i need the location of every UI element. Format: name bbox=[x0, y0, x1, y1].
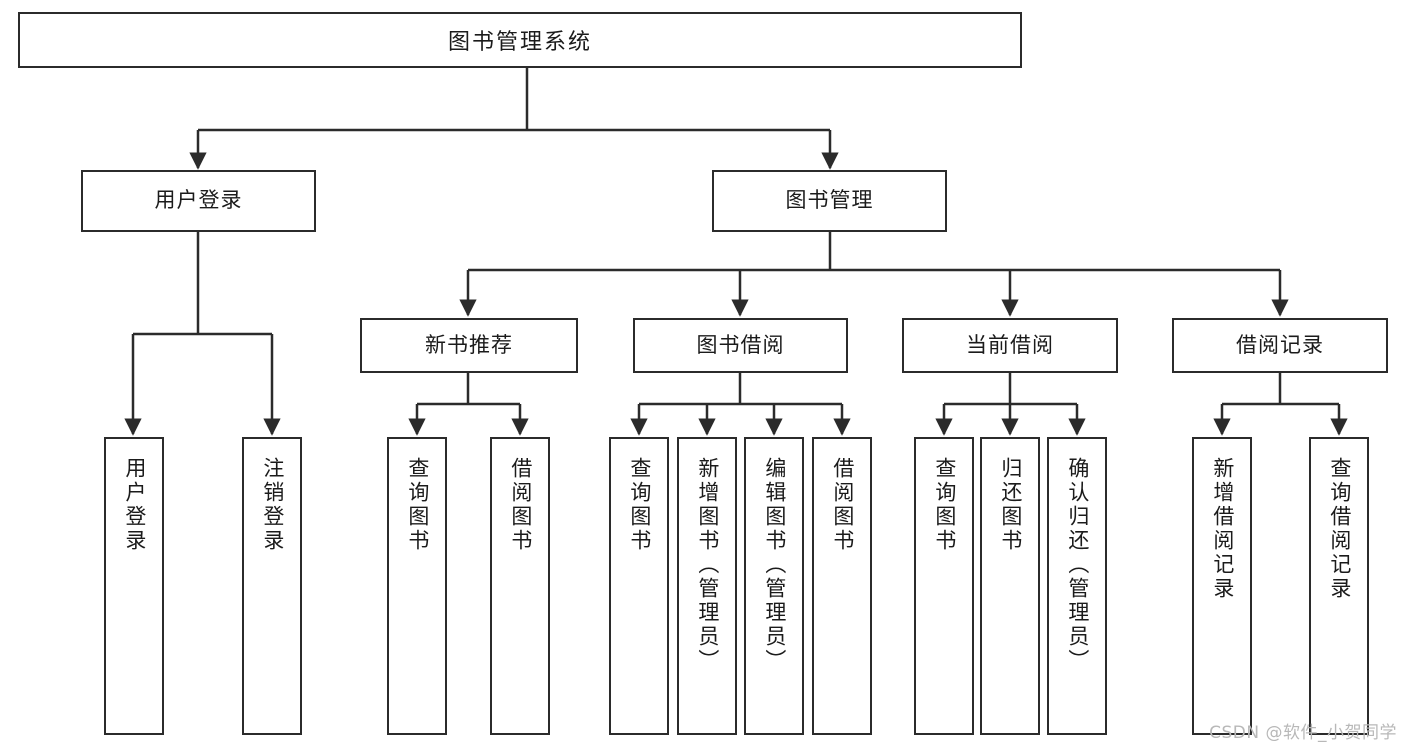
node-book-management[interactable]: 图书管理 bbox=[712, 170, 947, 232]
leaf-borrow-add-book-label: 新增图书（管理员） bbox=[695, 457, 720, 673]
leaf-borrow-query-book-label: 查询图书 bbox=[627, 457, 652, 553]
node-root-system[interactable]: 图书管理系统 bbox=[18, 12, 1022, 68]
leaf-record-add-label: 新增借阅记录 bbox=[1210, 457, 1235, 601]
leaf-record-query-label: 查询借阅记录 bbox=[1327, 457, 1352, 601]
node-current-borrow[interactable]: 当前借阅 bbox=[902, 318, 1118, 373]
leaf-borrow-query-book[interactable]: 查询图书 bbox=[609, 437, 669, 735]
node-new-book-recommend-label: 新书推荐 bbox=[425, 332, 513, 357]
leaf-user-login-logout[interactable]: 注销登录 bbox=[242, 437, 302, 735]
leaf-user-login-logout-label: 注销登录 bbox=[260, 457, 285, 553]
leaf-borrow-add-book[interactable]: 新增图书（管理员） bbox=[677, 437, 737, 735]
csdn-watermark: CSDN @软件_小贺同学 bbox=[1209, 723, 1397, 743]
leaf-borrow-edit-book[interactable]: 编辑图书（管理员） bbox=[744, 437, 804, 735]
node-current-borrow-label: 当前借阅 bbox=[966, 332, 1054, 357]
leaf-new-book-query-label: 查询图书 bbox=[405, 457, 430, 553]
node-borrow-record-label: 借阅记录 bbox=[1236, 332, 1324, 357]
leaf-new-book-borrow-label: 借阅图书 bbox=[508, 457, 533, 553]
node-book-borrow-label: 图书借阅 bbox=[696, 332, 785, 357]
leaf-borrow-borrow-book-label: 借阅图书 bbox=[830, 457, 855, 553]
leaf-current-query-book-label: 查询图书 bbox=[932, 457, 957, 553]
leaf-borrow-edit-book-label: 编辑图书（管理员） bbox=[762, 457, 787, 673]
leaf-user-login-login[interactable]: 用户登录 bbox=[104, 437, 164, 735]
node-root-system-label: 图书管理系统 bbox=[447, 30, 592, 55]
node-borrow-record[interactable]: 借阅记录 bbox=[1172, 318, 1388, 373]
node-book-borrow[interactable]: 图书借阅 bbox=[633, 318, 848, 373]
leaf-new-book-query[interactable]: 查询图书 bbox=[387, 437, 447, 735]
leaf-borrow-borrow-book[interactable]: 借阅图书 bbox=[812, 437, 872, 735]
node-new-book-recommend[interactable]: 新书推荐 bbox=[360, 318, 578, 373]
leaf-current-return-book-label: 归还图书 bbox=[998, 457, 1023, 553]
leaf-record-add[interactable]: 新增借阅记录 bbox=[1192, 437, 1252, 735]
node-user-login[interactable]: 用户登录 bbox=[81, 170, 316, 232]
leaf-record-query[interactable]: 查询借阅记录 bbox=[1309, 437, 1369, 735]
leaf-current-return-book[interactable]: 归还图书 bbox=[980, 437, 1040, 735]
leaf-user-login-login-label: 用户登录 bbox=[122, 457, 147, 553]
leaf-current-confirm-return-label: 确认归还（管理员） bbox=[1065, 457, 1090, 673]
leaf-current-query-book[interactable]: 查询图书 bbox=[914, 437, 974, 735]
node-user-login-label: 用户登录 bbox=[154, 188, 243, 213]
node-book-management-label: 图书管理 bbox=[785, 188, 874, 213]
leaf-new-book-borrow[interactable]: 借阅图书 bbox=[490, 437, 550, 735]
leaf-current-confirm-return[interactable]: 确认归还（管理员） bbox=[1047, 437, 1107, 735]
